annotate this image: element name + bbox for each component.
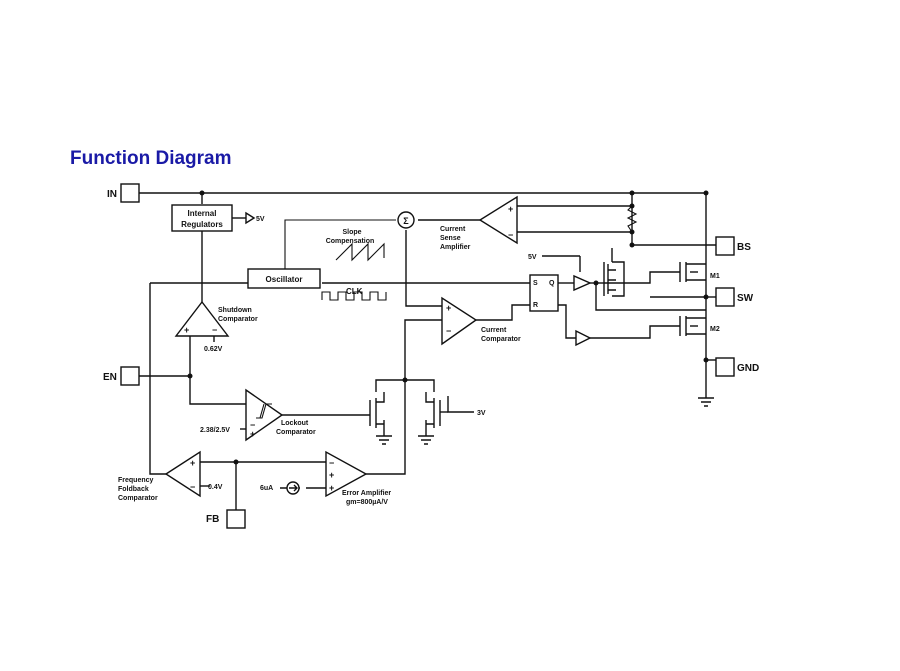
svg-text:Frequency: Frequency xyxy=(118,477,154,484)
lockout-mosfets: 3V xyxy=(369,392,486,428)
svg-text:Comparator: Comparator xyxy=(218,316,258,323)
low-side-driver xyxy=(575,329,592,347)
page-title: Function Diagram xyxy=(70,148,232,169)
svg-text:+: + xyxy=(329,483,334,493)
svg-text:Current: Current xyxy=(481,327,507,334)
ground-symbol-right xyxy=(418,435,434,445)
svg-text:Σ: Σ xyxy=(403,216,409,226)
svg-text:+: + xyxy=(508,204,513,214)
svg-text:Current: Current xyxy=(440,226,466,233)
svg-text:Regulators: Regulators xyxy=(181,220,223,229)
svg-text:Lockout: Lockout xyxy=(281,420,309,427)
summing-node: Σ xyxy=(397,211,415,229)
svg-text:0.62V: 0.62V xyxy=(204,346,223,353)
svg-text:+: + xyxy=(250,429,255,439)
lockout-comparator: − + 2.38/2.5V Lockout Comparator xyxy=(200,388,316,442)
svg-text:−: − xyxy=(329,458,334,468)
svg-text:2.38/2.5V: 2.38/2.5V xyxy=(200,427,230,434)
svg-text:Compensation: Compensation xyxy=(326,238,375,245)
pin-fb: FB xyxy=(206,509,246,529)
svg-text:Amplifier: Amplifier xyxy=(440,244,471,251)
svg-text:+: + xyxy=(190,458,195,468)
current-source-6ua: 6uA xyxy=(260,481,300,495)
oscillator-block: Oscillator CLK xyxy=(247,268,387,301)
svg-text:5V: 5V xyxy=(528,254,537,261)
svg-text:FB: FB xyxy=(206,514,219,525)
svg-text:M2: M2 xyxy=(710,326,720,333)
svg-text:−: − xyxy=(212,325,217,335)
pin-sw: SW xyxy=(715,287,754,307)
svg-text:6uA: 6uA xyxy=(260,485,273,492)
wires xyxy=(139,190,716,510)
svg-text:Error Amplifier: Error Amplifier xyxy=(342,490,391,497)
svg-text:R: R xyxy=(533,302,538,309)
svg-text:Slope: Slope xyxy=(342,229,361,236)
svg-text:CLK: CLK xyxy=(346,287,363,296)
svg-text:−: − xyxy=(250,420,255,430)
svg-text:S: S xyxy=(533,280,538,287)
svg-text:gm=800µA/V: gm=800µA/V xyxy=(346,499,388,506)
shutdown-comparator: + − Shutdown Comparator 0.62V xyxy=(174,300,258,353)
svg-text:BS: BS xyxy=(737,242,751,253)
svg-text:3V: 3V xyxy=(477,410,486,417)
svg-text:Foldback: Foldback xyxy=(118,486,149,493)
svg-text:EN: EN xyxy=(103,372,117,383)
svg-text:Sense: Sense xyxy=(440,235,461,242)
error-amplifier: − + + Error Amplifier gm=800µA/V xyxy=(325,450,391,506)
svg-text:Shutdown: Shutdown xyxy=(218,307,252,314)
pin-bs: BS xyxy=(715,236,751,256)
svg-text:+: + xyxy=(446,303,451,313)
slope-compensation: Slope Compensation xyxy=(326,229,385,262)
sr-latch: S Q R xyxy=(529,274,559,312)
current-comparator: + − Current Comparator xyxy=(441,296,521,346)
ground-symbol-power xyxy=(698,375,714,407)
svg-text:−: − xyxy=(446,326,451,336)
svg-text:0.4V: 0.4V xyxy=(208,484,223,491)
svg-text:SW: SW xyxy=(737,293,754,304)
mosfet-m2: M2 xyxy=(679,316,720,336)
pin-en: EN xyxy=(103,366,140,386)
pin-gnd: GND xyxy=(715,357,759,377)
svg-text:Q: Q xyxy=(549,280,555,287)
pin-in: IN xyxy=(107,183,140,203)
sense-resistor xyxy=(626,205,638,233)
current-sense-amplifier: + − Current Sense Amplifier xyxy=(440,195,518,251)
bootstrap-mosfet xyxy=(603,262,616,296)
svg-text:M1: M1 xyxy=(710,273,720,280)
svg-text:Comparator: Comparator xyxy=(276,429,316,436)
svg-text:GND: GND xyxy=(737,363,759,374)
svg-text:Comparator: Comparator xyxy=(481,336,521,343)
ground-symbol-left xyxy=(376,435,392,445)
svg-text:Oscillator: Oscillator xyxy=(266,275,303,284)
svg-text:Internal: Internal xyxy=(188,209,217,218)
svg-text:+: + xyxy=(329,470,334,480)
svg-text:−: − xyxy=(190,482,195,492)
internal-regulators-block: Internal Regulators 5V xyxy=(171,204,265,232)
svg-text:IN: IN xyxy=(107,189,117,200)
high-side-driver: 5V xyxy=(528,254,592,292)
frequency-foldback-comparator: + − 0.4V Frequency Foldback Comparator xyxy=(118,450,223,502)
svg-text:−: − xyxy=(508,230,513,240)
svg-text:5V: 5V xyxy=(256,216,265,223)
svg-text:Comparator: Comparator xyxy=(118,495,158,502)
svg-text:+: + xyxy=(184,325,189,335)
mosfet-m1: M1 xyxy=(679,262,720,282)
